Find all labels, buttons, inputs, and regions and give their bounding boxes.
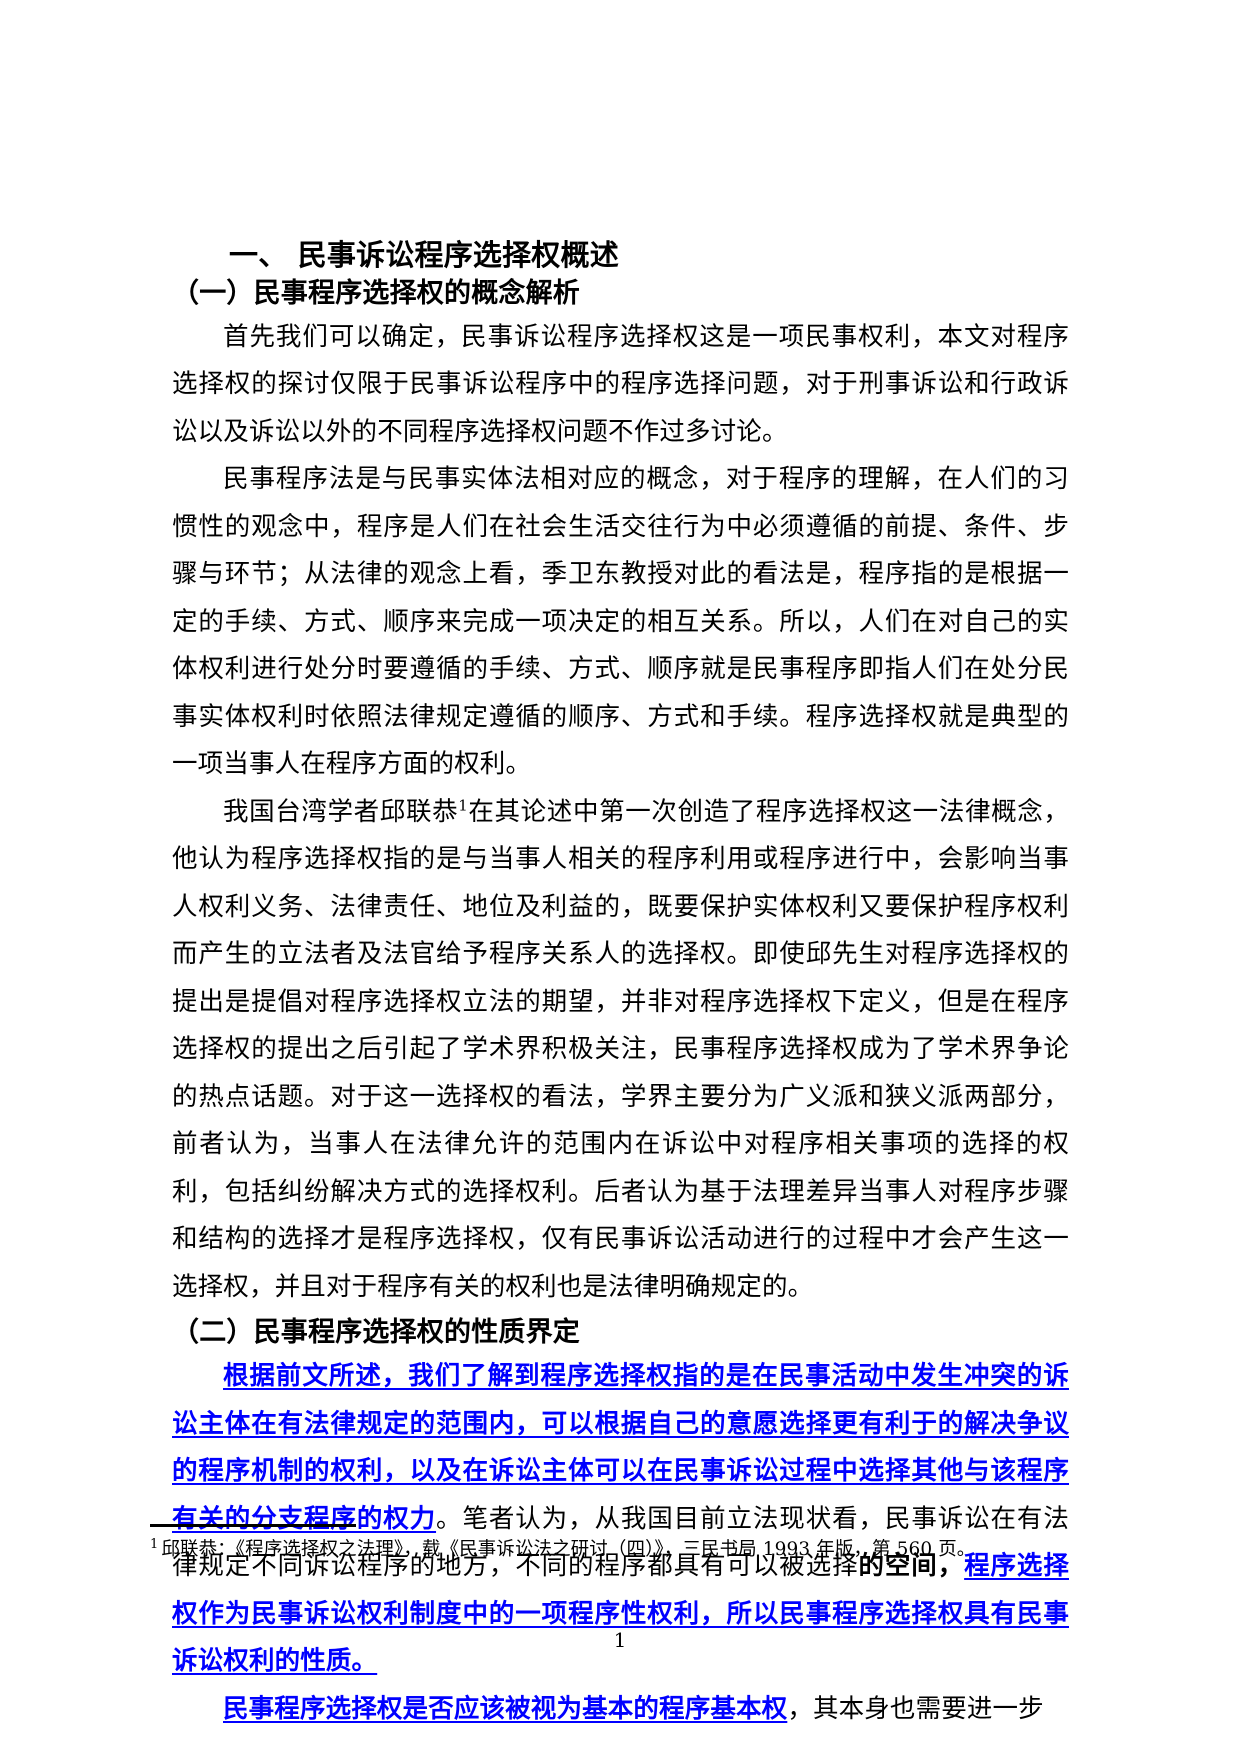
footnote-reference-marker[interactable]: 1 — [458, 796, 468, 815]
paragraph-5: 民事程序选择权是否应该被视为基本的程序基本权，其本身也需要进一步 — [172, 1686, 1069, 1734]
highlighted-definition-run-1: 根据前文所述，我们了解到程序选择权指的是在民事活动中发生冲突的诉讼主体在有法律规… — [172, 1361, 1069, 1534]
highlighted-definition-run-2: 程序选择权作为民事诉讼权利制度中的一项程序性权利，所以民事程序选择权具有民事诉讼… — [172, 1551, 1069, 1677]
paragraph-2: 民事程序法是与民事实体法相对应的概念，对于程序的理解，在人们的习惯性的观念中，程… — [172, 464, 1069, 780]
page-number: 1 — [613, 1628, 627, 1652]
paragraph-1: 首先我们可以确定，民事诉讼程序选择权这是一项民事权利，本文对程序选择权的探讨仅限… — [172, 321, 1069, 447]
page-body: 一、 民事诉讼程序选择权概述 （一）民事程序选择权的概念解析 首先我们可以确定，… — [172, 236, 1069, 1733]
subsection-heading-2: （二）民事程序选择权的性质界定 — [172, 1317, 580, 1349]
section-heading: 一、 民事诉讼程序选择权概述 — [229, 238, 619, 272]
paragraph-3-text-after-footnote: 在其论述中第一次创造了程序选择权这一法律概念，他认为程序选择权指的是与当事人相关… — [172, 796, 1070, 1302]
paragraph-4-bold-run: 的空间， — [858, 1551, 965, 1582]
paragraph-3: 我国台湾学者邱联恭1在其论述中第一次创造了程序选择权这一法律概念，他认为程序选择… — [172, 789, 1069, 1312]
subsection-heading-1: （一）民事程序选择权的概念解析 — [172, 278, 580, 310]
footnote-separator-rule — [150, 1524, 356, 1527]
highlighted-question-run: 民事程序选择权是否应该被视为基本的程序基本权 — [223, 1693, 788, 1724]
paragraph-4-plain-run: 。笔者认为，从我国目前立法现状看，民事诉讼在有法律规定不同诉讼程序的地方，不同的… — [172, 1503, 1069, 1582]
footnote-number: 1 — [150, 1536, 159, 1552]
paragraph-4: 根据前文所述，我们了解到程序选择权指的是在民事活动中发生冲突的诉讼主体在有法律规… — [172, 1353, 1069, 1686]
paragraph-3-text-before-footnote: 我国台湾学者邱联恭 — [223, 796, 459, 827]
footnote-citation-text: 邱联恭：《程序选择权之法理》，载《民事诉讼法之研讨（四）》，三民书局 1993 … — [161, 1539, 976, 1560]
paragraph-5-plain-run: ，其本身也需要进一步 — [787, 1693, 1044, 1724]
